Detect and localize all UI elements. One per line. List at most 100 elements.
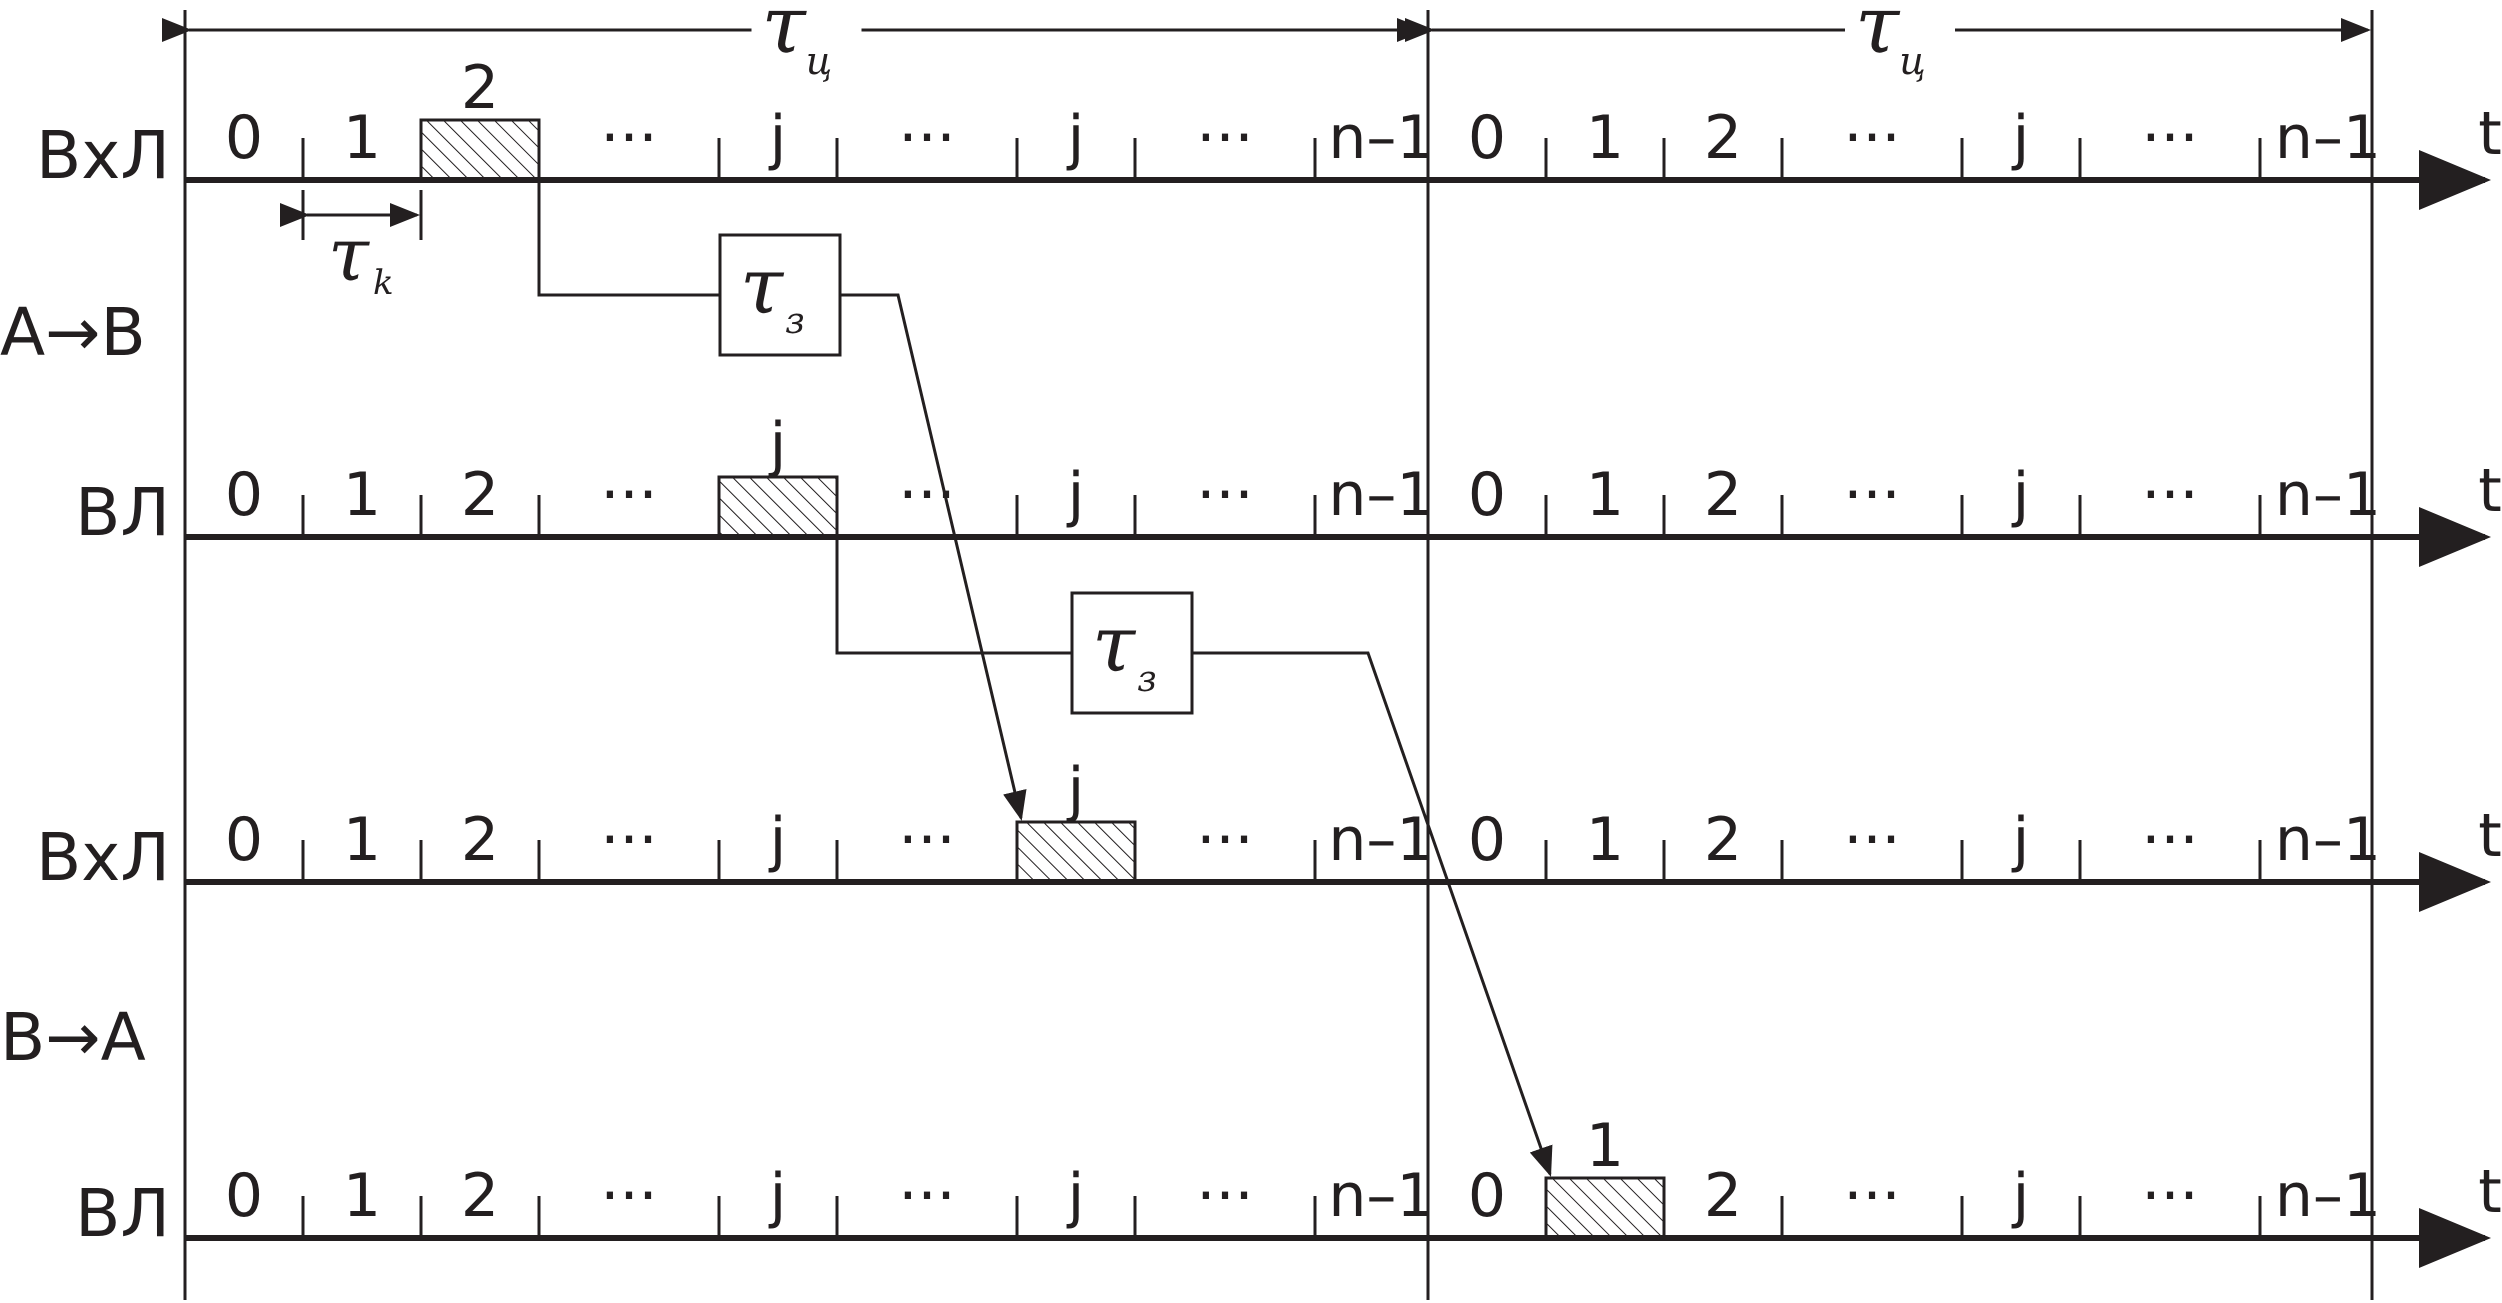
group-labels: А→В В→А xyxy=(0,294,146,1076)
row-label: ВЛ xyxy=(75,474,170,551)
slot-number: 2 xyxy=(1704,805,1742,875)
slot-number: j xyxy=(768,805,787,875)
slot-number: 2 xyxy=(461,1161,499,1231)
slot-number: 1 xyxy=(343,460,381,530)
slot-number: j xyxy=(768,1161,787,1231)
timeline-row: ВхЛ t 0 1 2 ··· j ··· j ··· n–1 0 1 2 ··· j ··· n–1 xyxy=(36,53,2502,210)
delay-connector xyxy=(537,120,720,297)
slot-number: ··· xyxy=(1843,460,1900,530)
group-label-b-to-a: В→А xyxy=(0,999,146,1076)
slot-number: ··· xyxy=(2141,460,2198,530)
slot-number: 0 xyxy=(1468,460,1506,530)
frame-duration-label: τц xyxy=(1855,0,1926,83)
occupied-slot-label: j xyxy=(1066,755,1085,825)
slot-number: ··· xyxy=(898,460,955,530)
slot-number: j xyxy=(1066,103,1085,173)
slot-number: 0 xyxy=(225,460,263,530)
slot-number: 2 xyxy=(1704,103,1742,173)
slot-number: ··· xyxy=(1843,805,1900,875)
slot-number: 2 xyxy=(1704,1161,1742,1231)
time-axis-label: t xyxy=(2478,801,2502,871)
delay-connector-arrow xyxy=(840,293,1027,821)
slot-number: n–1 xyxy=(1328,103,1434,173)
slot-number: n–1 xyxy=(2275,460,2381,530)
slot-number: 1 xyxy=(343,103,381,173)
slot-number: n–1 xyxy=(2275,805,2381,875)
slot-number: 0 xyxy=(225,103,263,173)
slot-number: j xyxy=(1066,460,1085,530)
slot-number: n–1 xyxy=(1328,1161,1434,1231)
slot-number: ··· xyxy=(898,103,955,173)
slot-number: j xyxy=(1066,1161,1085,1231)
slot-number: ··· xyxy=(600,805,657,875)
slot-number: 2 xyxy=(1704,460,1742,530)
slot-number: j xyxy=(2011,805,2030,875)
slot-number: 0 xyxy=(1468,805,1506,875)
frame-boundaries xyxy=(183,10,2374,1300)
slot-number: ··· xyxy=(1196,103,1253,173)
slot-number: 2 xyxy=(461,805,499,875)
delay-connector xyxy=(835,477,1072,655)
row-label: ВхЛ xyxy=(36,117,170,194)
slot-number: ··· xyxy=(1196,460,1253,530)
slot-number: ··· xyxy=(2141,805,2198,875)
occupied-slot xyxy=(717,475,839,539)
slot-number: 1 xyxy=(1586,805,1624,875)
slot-number: ··· xyxy=(2141,103,2198,173)
time-axis-label: t xyxy=(2478,99,2502,169)
slot-number: ··· xyxy=(600,103,657,173)
row-label: ВЛ xyxy=(75,1175,170,1252)
slot-number: ··· xyxy=(2141,1161,2198,1231)
delay-paths: τз τз xyxy=(537,120,1553,1177)
delay-box-frame xyxy=(1070,591,1194,715)
time-axis-label: t xyxy=(2478,1157,2502,1227)
frame-label-bg xyxy=(751,0,862,60)
row-label: ВхЛ xyxy=(36,819,170,896)
delay-box: τз xyxy=(1070,591,1194,715)
slot-number: 1 xyxy=(1586,103,1624,173)
time-axis-label: t xyxy=(2478,456,2502,526)
slot-number: ··· xyxy=(1196,805,1253,875)
delay-box-frame xyxy=(718,233,842,357)
slot-number: j xyxy=(768,103,787,173)
occupied-slot xyxy=(1015,820,1137,884)
slot-number: ··· xyxy=(1843,103,1900,173)
delay-box: τз xyxy=(718,233,842,357)
slot-number: j xyxy=(2011,1161,2030,1231)
slot-number: n–1 xyxy=(1328,460,1434,530)
delay-label: τз xyxy=(740,242,805,342)
slot-number: 0 xyxy=(1468,1161,1506,1231)
slot-number: 1 xyxy=(1586,460,1624,530)
occupied-slot-label: 1 xyxy=(1586,1111,1624,1181)
slot-number: n–1 xyxy=(1328,805,1434,875)
delay-label: τз xyxy=(1092,600,1157,700)
slot-number: ··· xyxy=(898,805,955,875)
slot-number: 0 xyxy=(225,805,263,875)
occupied-slot-label: j xyxy=(768,410,787,480)
timeline-row: ВхЛ t 0 1 2 ··· j ··· j ··· n–1 0 1 2 ··· j ··· n–1 xyxy=(36,755,2502,912)
frame-duration-markers: τц τц xyxy=(162,0,2371,83)
group-label-a-to-b: А→В xyxy=(0,294,146,371)
slot-number: 2 xyxy=(461,460,499,530)
frame-label-bg xyxy=(1845,0,1955,60)
frame-duration-label: τц xyxy=(762,0,833,83)
occupied-slot xyxy=(419,118,541,182)
slot-number: n–1 xyxy=(2275,1161,2381,1231)
slot-number: ··· xyxy=(898,1161,955,1231)
slot-number: ··· xyxy=(1843,1161,1900,1231)
slot-number: ··· xyxy=(1196,1161,1253,1231)
slot-number: 0 xyxy=(225,1161,263,1231)
delay-connector-arrow xyxy=(1192,651,1553,1177)
slot-number: 0 xyxy=(1468,103,1506,173)
occupied-slot-label: 2 xyxy=(461,53,499,123)
slot-number: 1 xyxy=(343,805,381,875)
slot-number: j xyxy=(2011,460,2030,530)
slot-number: ··· xyxy=(600,1161,657,1231)
slot-number: n–1 xyxy=(2275,103,2381,173)
slot-number: j xyxy=(2011,103,2030,173)
